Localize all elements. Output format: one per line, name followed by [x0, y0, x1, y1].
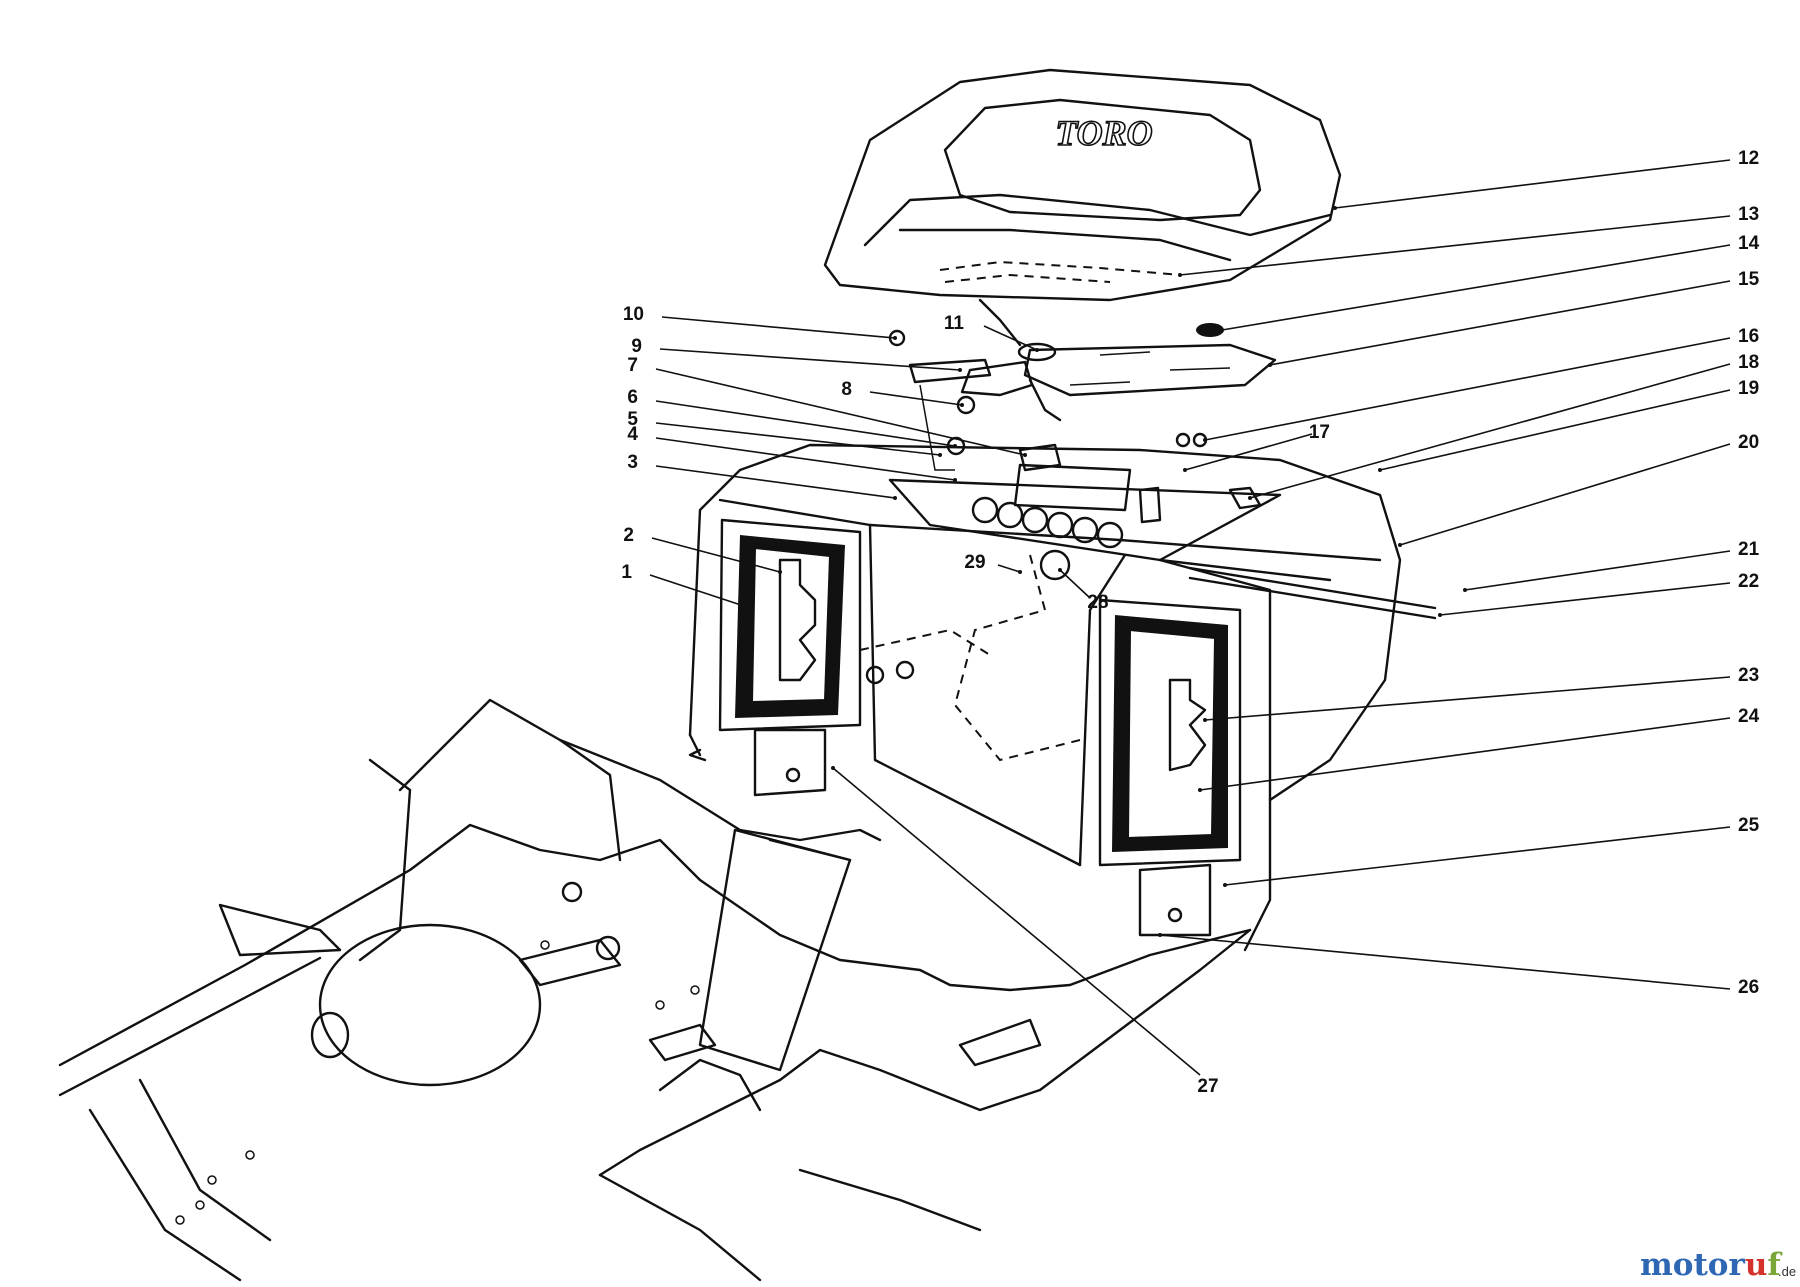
- callout-27: 27: [1197, 1076, 1218, 1097]
- leader-line-23: [1204, 676, 1731, 721]
- leader-dot-15: [1268, 363, 1272, 367]
- leader-dot-26: [1158, 933, 1162, 937]
- callout-1: 1: [621, 562, 632, 583]
- leader-dot-16: [1203, 438, 1207, 442]
- leader-dot-20: [1398, 543, 1402, 547]
- callout-29: 29: [964, 552, 985, 573]
- leader-line-29: [997, 564, 1021, 573]
- leader-dot-25: [1223, 883, 1227, 887]
- leader-dot-28: [1058, 568, 1062, 572]
- seat-assembly: TORO: [823, 68, 1342, 472]
- leader-dot-19: [1378, 468, 1382, 472]
- frame-floor-pan: [58, 698, 1252, 1282]
- callout-10: 10: [623, 304, 644, 325]
- leader-line-21: [1464, 550, 1731, 591]
- leader-line-17: [1184, 433, 1313, 471]
- leader-dot-29: [1018, 570, 1022, 574]
- callout-16: 16: [1738, 326, 1759, 347]
- callout-5: 5: [627, 409, 638, 430]
- leader-dot-10: [893, 336, 897, 340]
- callout-2: 2: [623, 525, 634, 546]
- callout-21: 21: [1738, 539, 1760, 560]
- leader-line-9: [659, 348, 961, 371]
- leader-dot-7: [1023, 453, 1027, 457]
- leader-line-2: [651, 537, 781, 573]
- leader-line-5: [655, 422, 941, 456]
- seat-logo: TORO: [1055, 113, 1152, 153]
- leader-dot-6: [953, 444, 957, 448]
- leader-dot-4: [953, 478, 957, 482]
- callout-22: 22: [1738, 571, 1759, 592]
- callout-11: 11: [944, 313, 965, 334]
- watermark-text: motoruf: [1640, 1247, 1782, 1283]
- leader-dot-22: [1438, 613, 1442, 617]
- leader-line-19: [1379, 389, 1731, 471]
- leader-line-28: [1059, 569, 1091, 599]
- leader-dot-8: [960, 403, 964, 407]
- callout-17: 17: [1309, 422, 1330, 443]
- callout-8: 8: [841, 379, 852, 400]
- callout-7: 7: [627, 355, 638, 376]
- leader-line-22: [1439, 582, 1731, 616]
- leader-dot-17: [1183, 468, 1187, 472]
- leader-dot-24: [1198, 788, 1202, 792]
- leader-line-13: [1179, 215, 1731, 276]
- watermark-logo: motoruf .de: [1640, 1247, 1796, 1283]
- leader-dot-12: [1333, 206, 1337, 210]
- callout-19: 19: [1738, 378, 1759, 399]
- leader-dot-23: [1203, 718, 1207, 722]
- callout-6: 6: [627, 387, 638, 408]
- leader-dot-27: [831, 766, 835, 770]
- leader-line-20: [1399, 443, 1731, 546]
- callout-26: 26: [1738, 977, 1759, 998]
- rear-fender-console: [688, 443, 1437, 952]
- callout-4: 4: [627, 424, 638, 445]
- leader-line-25: [1224, 826, 1731, 886]
- callout-23: 23: [1738, 665, 1759, 686]
- leader-dot-14: [1220, 328, 1224, 332]
- leader-dot-9: [958, 368, 962, 372]
- leader-line-15: [1269, 280, 1731, 366]
- leader-line-24: [1199, 717, 1731, 791]
- callout-28: 28: [1087, 592, 1108, 613]
- callout-3: 3: [627, 452, 638, 473]
- callout-15: 15: [1738, 269, 1760, 290]
- leader-dot-21: [1463, 588, 1467, 592]
- leader-line-26: [1159, 934, 1731, 990]
- leader-line-8: [869, 391, 963, 406]
- leader-dot-1: [748, 606, 752, 610]
- leader-dot-3: [893, 496, 897, 500]
- leader-line-27: [832, 767, 1201, 1076]
- callout-9: 9: [631, 336, 642, 357]
- callout-12: 12: [1738, 148, 1759, 169]
- leader-line-16: [1204, 337, 1731, 441]
- leader-line-18: [1249, 363, 1731, 499]
- leader-dot-11: [1035, 348, 1039, 352]
- leader-line-6: [655, 400, 956, 447]
- leader-line-3: [655, 465, 896, 499]
- callout-13: 13: [1738, 204, 1759, 225]
- leader-line-7: [655, 368, 1026, 456]
- leader-line-14: [1221, 244, 1731, 331]
- callout-leader-lines: [649, 159, 1731, 1076]
- leader-dot-5: [938, 453, 942, 457]
- leader-line-12: [1334, 159, 1731, 209]
- leader-dot-2: [778, 570, 782, 574]
- callout-25: 25: [1738, 815, 1760, 836]
- callout-20: 20: [1738, 432, 1759, 453]
- watermark-domain: .de: [1778, 1264, 1796, 1279]
- leader-dot-13: [1178, 273, 1182, 277]
- callout-18: 18: [1738, 352, 1759, 373]
- leader-line-1: [649, 574, 751, 609]
- leader-dot-18: [1248, 496, 1252, 500]
- callout-24: 24: [1738, 706, 1760, 727]
- leader-line-11: [983, 325, 1038, 351]
- callout-14: 14: [1738, 233, 1760, 254]
- leader-line-10: [661, 316, 896, 339]
- leader-line-4: [655, 437, 956, 481]
